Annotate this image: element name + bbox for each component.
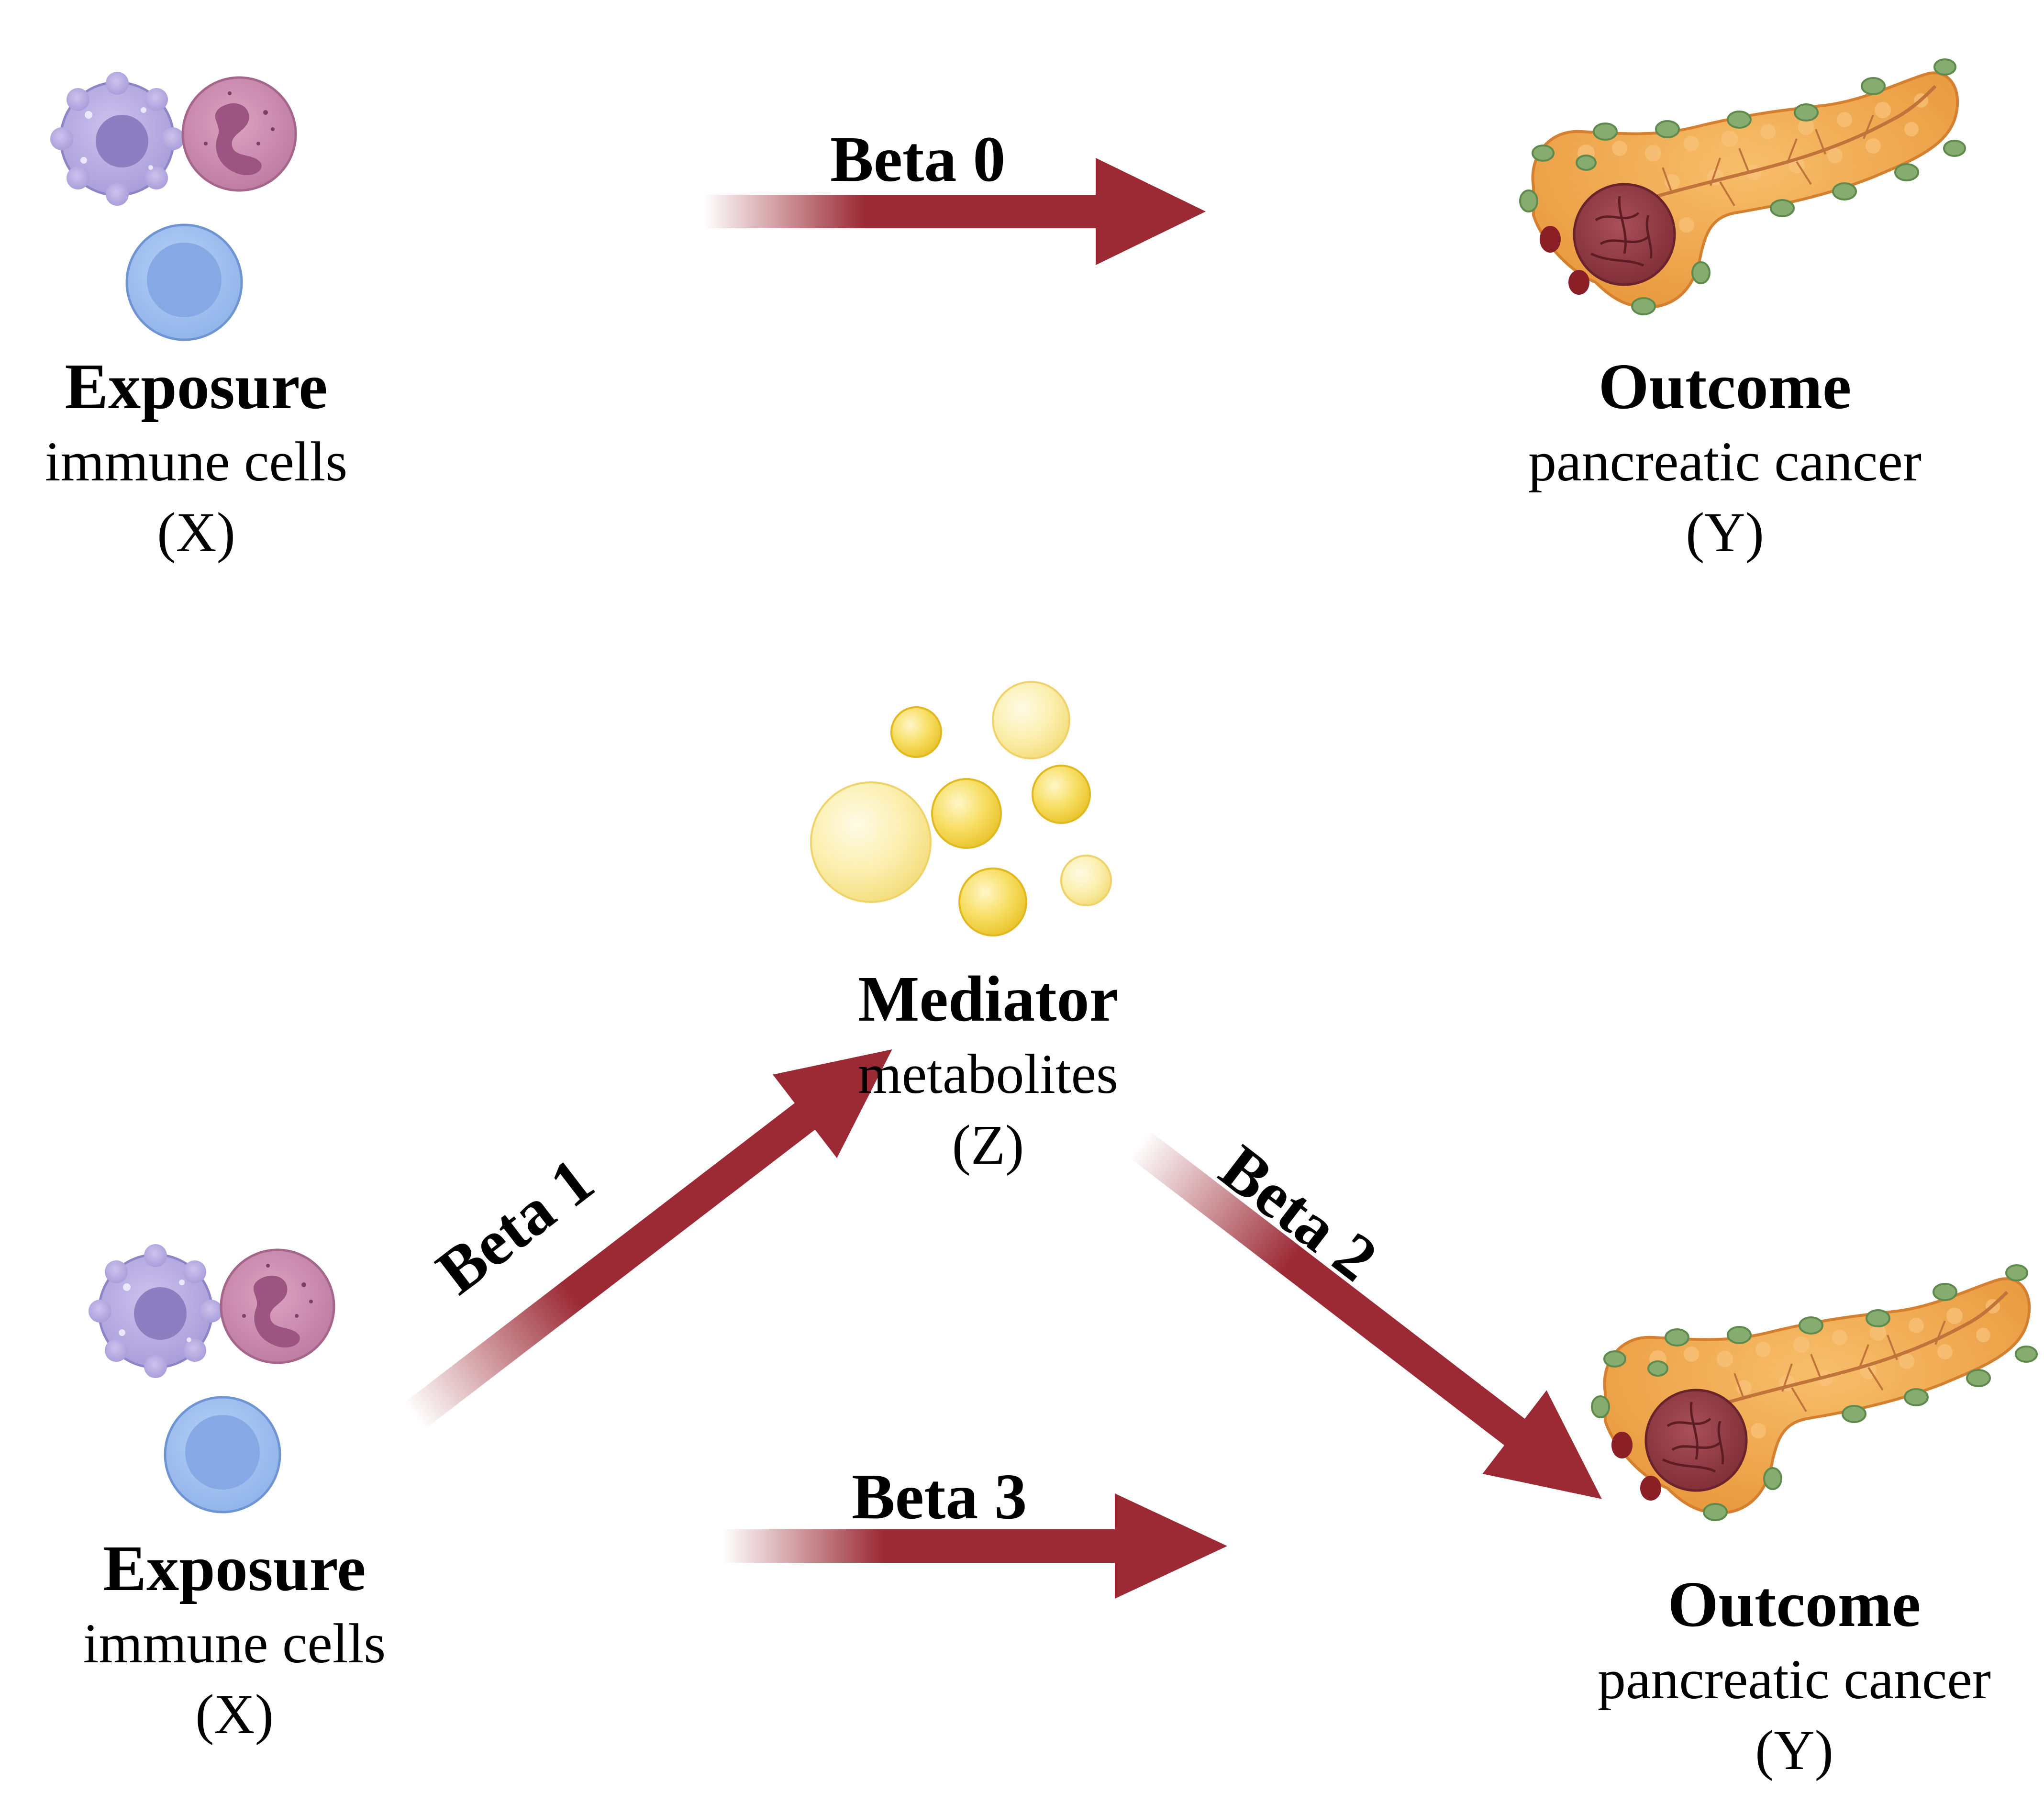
bottom-outcome-label: Outcome pancreatic cancer (Y) [1598,1572,1991,1779]
top-exposure-cells-icon [50,72,296,340]
beta-3-arrow [722,1493,1227,1599]
beta-1-arrow [403,1049,892,1430]
top-outcome-label: Outcome pancreatic cancer (Y) [1528,354,1922,561]
mediator-metabolites-icon [810,681,1112,936]
bottom-outcome-subtitle: pancreatic cancer [1597,1648,1991,1711]
bottom-exposure-subtitle: immune cells [83,1612,386,1675]
bottom-exposure-cells-icon [89,1244,334,1512]
beta-3-label: Beta 3 [852,1461,1027,1533]
bottom-outcome-pancreas-icon [1592,1265,2037,1520]
top-exposure-variable: (X) [157,501,235,564]
top-outcome-pancreas-icon [1520,59,1965,314]
mediator-variable: (Z) [952,1113,1024,1176]
top-outcome-variable: (Y) [1686,501,1764,564]
beta-2-arrow [1128,1130,1602,1499]
bottom-exposure-label: Exposure immune cells (X) [83,1536,386,1743]
top-exposure-title: Exposure [65,351,328,423]
top-outcome-title: Outcome [1598,351,1852,423]
bottom-exposure-title: Exposure [103,1533,366,1604]
bottom-outcome-title: Outcome [1667,1569,1921,1640]
top-outcome-subtitle: pancreatic cancer [1528,430,1922,493]
top-exposure-label: Exposure immune cells (X) [45,354,347,561]
beta-0-label: Beta 0 [830,123,1006,195]
mediator-label: Mediator metabolites (Z) [858,967,1118,1173]
beta-0-arrow [703,158,1206,265]
bottom-exposure-variable: (X) [195,1683,274,1746]
mediator-title: Mediator [858,963,1118,1035]
mediator-subtitle: metabolites [858,1043,1118,1105]
bottom-outcome-variable: (Y) [1755,1719,1833,1781]
top-exposure-subtitle: immune cells [44,430,348,493]
